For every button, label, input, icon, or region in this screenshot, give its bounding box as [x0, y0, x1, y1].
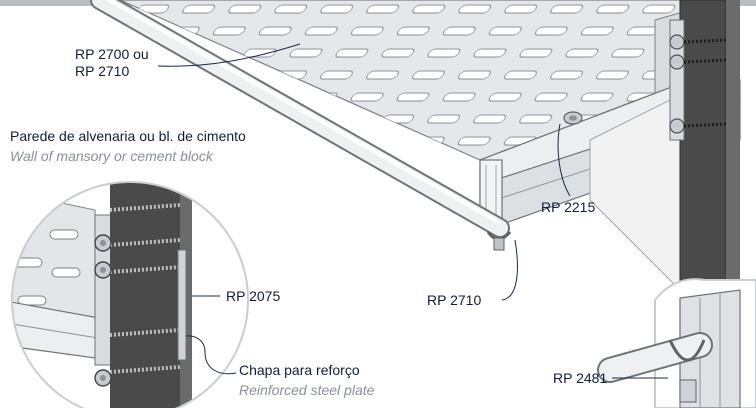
label-rp2481: RP 2481: [553, 370, 608, 386]
label-rp2710: RP 2710: [427, 292, 482, 308]
magnifier-ring: [11, 181, 249, 408]
label-wall-en: Wall of mansory or cement block: [10, 148, 213, 164]
label-plate-en: Reinforced steel plate: [239, 382, 375, 398]
round-tube: [90, 0, 640, 251]
leader-lines: [157, 43, 668, 379]
label-wall-pt: Parede de alvenaria ou bl. de cimento: [10, 128, 246, 144]
magnified-detail: [12, 182, 248, 408]
label-rp2700-line2: RP 2710: [75, 63, 130, 79]
label-plate-pt: Chapa para reforço: [239, 362, 360, 378]
label-rp2075: RP 2075: [226, 288, 281, 304]
masonry-wall: [589, 0, 740, 292]
label-rp2700-line1: RP 2700 ou: [75, 46, 149, 62]
clamp-detail: [597, 278, 756, 408]
label-rp2215: RP 2215: [541, 199, 596, 215]
